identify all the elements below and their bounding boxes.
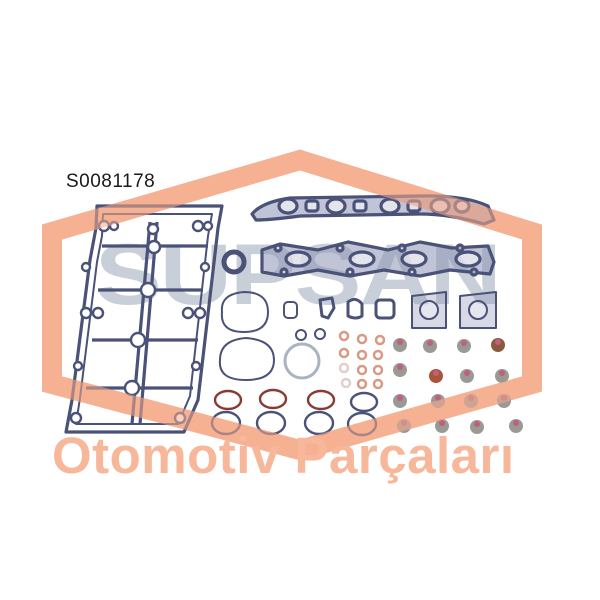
o-ring-gasket-icon — [218, 337, 275, 381]
small-gasket-icon — [346, 297, 364, 320]
exhaust-manifold-gasket-icon — [260, 240, 496, 278]
clear-gasket-icon — [283, 342, 321, 380]
small-o-ring-icon — [314, 328, 326, 340]
small-gasket-icon — [318, 296, 336, 320]
part-code-label: S0081178 — [66, 171, 156, 192]
small-gasket-icon — [283, 301, 298, 319]
watermark-tagline: Otomotiv Parçaları — [52, 427, 515, 484]
copper-washer-icon — [338, 330, 386, 390]
turbo-gasket-icon — [411, 291, 497, 329]
small-o-ring-icon — [295, 329, 307, 341]
oil-seal-icon — [221, 249, 247, 275]
small-gasket-icon — [374, 298, 396, 320]
o-ring-gasket-icon — [220, 291, 269, 333]
